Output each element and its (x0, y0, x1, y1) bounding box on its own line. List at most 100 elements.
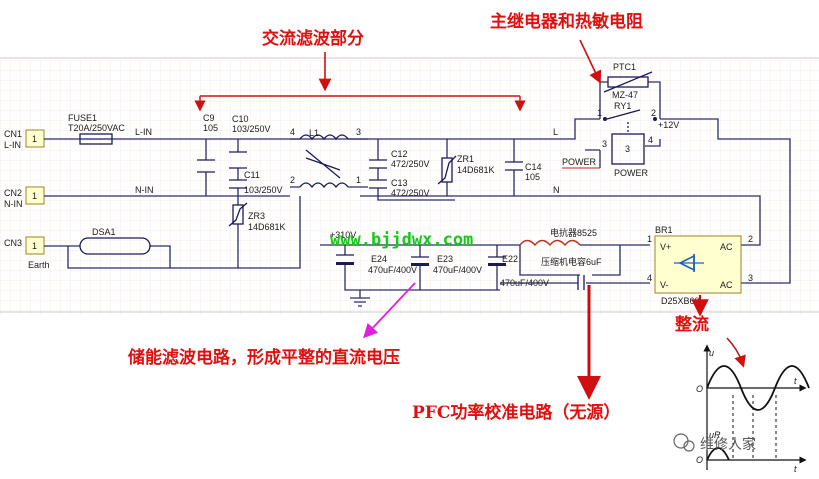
svg-text:472/250V: 472/250V (391, 188, 430, 198)
svg-text:储能滤波电路，形成平整的直流电压: 储能滤波电路，形成平整的直流电压 (128, 347, 400, 368)
svg-text:E24: E24 (371, 254, 387, 264)
svg-text:DSA1: DSA1 (92, 227, 116, 237)
net-label-l: L (553, 127, 558, 137)
svg-text:BR1: BR1 (655, 225, 673, 235)
svg-text:PFC功率校准电路（无源）: PFC功率校准电路（无源） (412, 402, 620, 423)
svg-text:FUSE1: FUSE1 (68, 113, 97, 123)
surge-arrester-dsa1: DSA1 (79, 227, 151, 255)
svg-text:AC: AC (720, 280, 733, 290)
svg-text:电抗器8525: 电抗器8525 (550, 227, 597, 238)
capacitor-c11: C11 103/250V (229, 170, 283, 195)
svg-text:uR: uR (709, 430, 721, 440)
svg-text:ZR3: ZR3 (248, 211, 265, 221)
svg-text:2: 2 (651, 108, 656, 118)
svg-text:1: 1 (32, 134, 37, 144)
svg-text:C9: C9 (203, 113, 215, 123)
svg-text:D25XB60: D25XB60 (661, 296, 700, 306)
annotation-ac-filter: 交流滤波部分 (194, 28, 526, 112)
svg-text:14D681K: 14D681K (457, 165, 495, 175)
connector-cn3: 1 CN3 Earth (4, 236, 50, 270)
bridge-rectifier-br1: BR1 V+ AC V- AC D25XB60 1 4 2 3 (647, 225, 753, 306)
annotation-relay-ntc: 主继电器和热敏电阻 (490, 11, 643, 84)
svg-text:L-IN: L-IN (135, 127, 152, 137)
svg-text:V+: V+ (660, 242, 671, 252)
connector-cn1: 1 CN1 L-IN (4, 129, 45, 150)
annotation-rectify: 整流 (675, 295, 746, 368)
fuse-fuse1: FUSE1 T20A/250VAC L-IN N-IN (68, 113, 154, 195)
net-label-310v: +310V (330, 230, 356, 240)
svg-text:L1: L1 (309, 128, 319, 138)
svg-text:1: 1 (32, 191, 37, 201)
watermark: www.bjjdwx.com (330, 230, 473, 250)
annotation-storage-filter: 储能滤波电路，形成平整的直流电压 (128, 282, 416, 368)
svg-text:整流: 整流 (675, 314, 709, 335)
svg-text:CN3: CN3 (4, 238, 22, 248)
svg-text:V-: V- (660, 280, 669, 290)
svg-text:AC: AC (720, 242, 733, 252)
svg-text:L-IN: L-IN (4, 140, 21, 150)
svg-text:POWER: POWER (614, 168, 649, 178)
svg-text:PTC1: PTC1 (613, 62, 636, 72)
svg-text:+12V: +12V (658, 120, 679, 130)
svg-text:N-IN: N-IN (135, 185, 154, 195)
svg-text:105: 105 (525, 172, 540, 182)
svg-text:O: O (696, 455, 703, 465)
capacitor-c12: C12 472/250V (369, 149, 430, 169)
svg-text:3: 3 (625, 144, 630, 154)
svg-text:维修人家: 维修人家 (700, 436, 756, 453)
net-label-n: N (553, 185, 560, 195)
relay-ry1: RY1 1 2 +12V 3 4 3 POWER POWER (562, 101, 679, 178)
svg-text:t: t (794, 464, 797, 474)
svg-text:MZ-47: MZ-47 (612, 90, 638, 100)
credit-badge: 维修人家 (673, 433, 756, 453)
thermistor-ptc1: PTC1 MZ-47 (603, 62, 653, 100)
annotation-pfc: PFC功率校准电路（无源） (412, 285, 620, 423)
svg-text:u: u (709, 348, 714, 358)
wires (44, 81, 791, 307)
svg-text:4: 4 (647, 273, 652, 283)
svg-text:470uF/400V: 470uF/400V (433, 265, 482, 275)
svg-text:O: O (696, 384, 703, 394)
svg-text:C13: C13 (391, 178, 408, 188)
svg-text:T20A/250VAC: T20A/250VAC (68, 123, 125, 133)
svg-text:470uF/400V: 470uF/400V (500, 278, 549, 288)
capacitor-c13: C13 472/250V (369, 178, 430, 198)
svg-text:交流滤波部分: 交流滤波部分 (262, 28, 364, 49)
svg-text:E23: E23 (437, 254, 453, 264)
svg-text:2: 2 (290, 175, 295, 185)
capacitor-c9: C9 105 (197, 113, 218, 173)
svg-text:C10: C10 (232, 114, 249, 124)
svg-text:主继电器和热敏电阻: 主继电器和热敏电阻 (490, 11, 643, 32)
svg-text:C14: C14 (525, 162, 542, 172)
varistor-zr1: ZR1 14D681K (437, 154, 495, 185)
svg-text:CN2: CN2 (4, 188, 22, 198)
svg-text:N-IN: N-IN (4, 199, 23, 209)
svg-text:C12: C12 (391, 149, 408, 159)
capacitor-e22: E22 470uF/400V (488, 254, 549, 288)
svg-text:3: 3 (602, 139, 607, 149)
svg-text:1: 1 (597, 108, 602, 118)
svg-text:E22: E22 (502, 254, 518, 264)
pfc-reactor: 电抗器8525 压缩机电容6uF (519, 227, 602, 290)
capacitor-c10: C10 103/250V (229, 114, 271, 169)
svg-text:1: 1 (647, 234, 652, 244)
svg-text:3: 3 (748, 273, 753, 283)
svg-text:ZR1: ZR1 (457, 154, 474, 164)
choke-l1: L1 4 3 2 1 (290, 127, 361, 189)
svg-text:470uF/400V: 470uF/400V (368, 265, 417, 275)
svg-text:1: 1 (356, 175, 361, 185)
svg-text:POWER: POWER (562, 157, 597, 167)
svg-text:t: t (794, 376, 797, 386)
waveform-panel: u O t uR O t (696, 344, 810, 474)
varistor-zr3: ZR3 14D681K (228, 202, 286, 232)
capacitor-c14: C14 105 (505, 161, 542, 182)
svg-text:2: 2 (748, 234, 753, 244)
svg-text:14D681K: 14D681K (248, 222, 286, 232)
svg-text:1: 1 (32, 241, 37, 251)
svg-text:103/250V: 103/250V (244, 185, 283, 195)
svg-text:CN1: CN1 (4, 129, 22, 139)
svg-text:103/250V: 103/250V (232, 124, 271, 134)
svg-text:3: 3 (356, 127, 361, 137)
